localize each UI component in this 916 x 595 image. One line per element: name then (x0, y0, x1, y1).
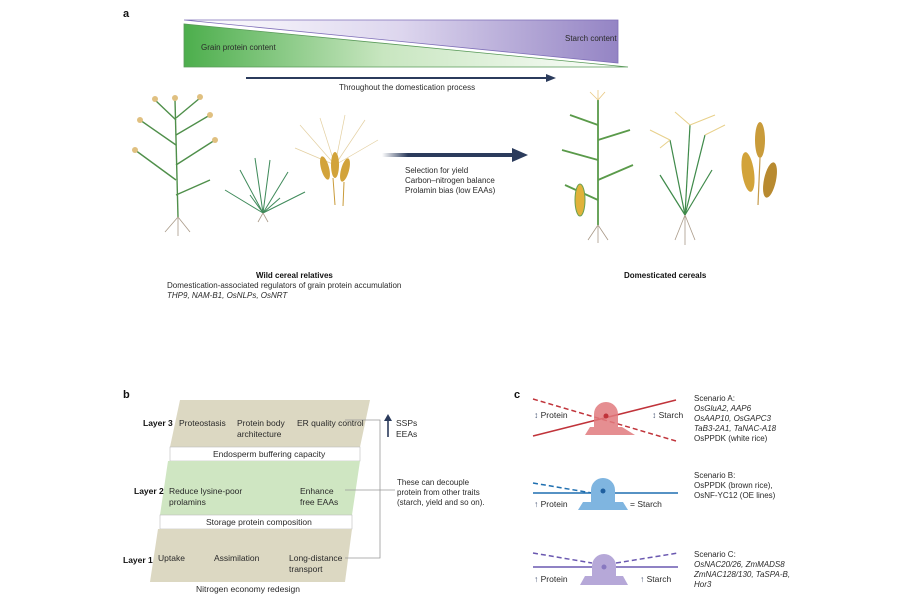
rice-illustration (659, 124, 713, 216)
bidirectional-arrow-icon: ↕ (534, 410, 539, 420)
starch-content-label: Starch content (565, 34, 617, 43)
wheat-illustration (741, 122, 777, 206)
selection-arrow-line (382, 153, 512, 157)
panel-c-letter: c (514, 389, 521, 401)
bracket-connector (345, 419, 381, 559)
scenario-c-title: Scenario C: (694, 550, 736, 559)
wild-relatives-genes: THP9, NAM-B1, OsNLPs, OsNRT (167, 291, 288, 300)
ssp-eea-labels: SSPs EEAs (396, 418, 417, 439)
up-arrow-icon: ↑ (534, 574, 539, 584)
wild-plant-3-spikes (320, 152, 350, 182)
selection-factors: Selection for yield Carbon–nitrogen bala… (405, 166, 495, 196)
layer-1-item: Assimilation (214, 553, 260, 563)
maize-cob (574, 183, 586, 217)
layer-2-footer: Storage protein composition (206, 517, 312, 527)
wild-relatives-subtitle: Domestication-associated regulators of g… (167, 281, 402, 290)
decouple-note-line: These can decouple (397, 478, 470, 487)
wild-relatives-title: Wild cereal relatives (256, 271, 333, 280)
scenario-b-title: Scenario B: (694, 471, 736, 480)
scenario-b-protein: ↑ Protein (534, 499, 568, 509)
layer-1-item: Uptake (158, 553, 185, 563)
timeline-label: Throughout the domestication process (339, 83, 476, 92)
maize-illustration (561, 100, 634, 225)
layer-1-footer: Nitrogen economy redesign (196, 584, 300, 594)
scenario-a-starch: ↕ Starch (652, 410, 684, 420)
scenario-c-starch: ↑ Starch (640, 574, 672, 584)
layer-3-footer: Endosperm buffering capacity (213, 449, 326, 459)
layer-2-item: Reduce lysine-poor prolamins (169, 486, 243, 507)
scenario-c-text: Scenario C: OsNAC20/26, ZmMADS8 ZmNAC128… (694, 550, 790, 590)
layer-1-item: Long-distance transport (289, 553, 343, 574)
layer-1-band (150, 529, 352, 582)
rice-panicles (649, 111, 726, 149)
selection-factor: Selection for yield (405, 166, 469, 175)
scenario-b-text: Scenario B: OsPPDK (brown rice), OsNF-YC… (694, 471, 775, 501)
scenario-c-gene: Hor3 (694, 580, 712, 589)
starch-wedge (183, 19, 619, 64)
scenario-a-gene: TaB3-2A1, TaNAC-A18 (694, 424, 777, 433)
scenario-c-protein: ↑ Protein (534, 574, 568, 584)
ssp-label: SSPs (396, 418, 418, 428)
scenario-b-gene: OsPPDK (brown rice), (694, 481, 773, 490)
decouple-note-line: protein from other traits (397, 488, 480, 497)
maize-roots (587, 224, 609, 243)
maize-tassel (589, 90, 606, 101)
layer-3-band (170, 400, 370, 447)
panel-a-letter: a (123, 8, 130, 20)
layer-3-item: ER quality control (297, 418, 364, 428)
scenario-c-seesaw (532, 552, 679, 585)
bidirectional-arrow-icon: ↕ (652, 410, 657, 420)
scenario-b-seesaw (532, 478, 678, 510)
selection-arrow-head (512, 148, 528, 162)
rice-roots (674, 214, 696, 245)
layer-3-item: Protein body architecture (237, 418, 285, 439)
scenario-a-title: Scenario A: (694, 394, 735, 403)
eea-label: EEAs (396, 428, 418, 439)
grain-protein-label: Grain protein content (201, 43, 276, 52)
scenario-a-seesaw (532, 398, 677, 442)
layer-2-label: Layer 2 (134, 486, 164, 496)
scenario-c-gene: OsNAC20/26, ZmMADS8 (694, 560, 785, 569)
scenario-c-gene: ZmNAC128/130, TaSPA-B, (694, 570, 791, 579)
decouple-note: These can decouple protein from other tr… (397, 478, 485, 508)
wild-plant-1-flowers (132, 94, 218, 153)
wild-plant-1-roots (164, 216, 191, 236)
domesticated-title: Domesticated cereals (624, 271, 707, 280)
equal-sign-icon: = (630, 499, 635, 509)
layer-2-item: Enhance free EAAs (300, 486, 339, 507)
selection-factor: Prolamin bias (low EAAs) (405, 186, 496, 195)
ssp-up-arrow-head (384, 414, 392, 421)
wild-plant-2-illustration (224, 157, 306, 214)
scenario-a-gene: OsAAP10, OsGAPC3 (694, 414, 771, 423)
layer-3-item: Proteostasis (179, 418, 226, 428)
scenario-a-text: Scenario A: OsGluA2, AAP6 OsAAP10, OsGAP… (694, 394, 776, 444)
up-arrow-icon: ↑ (640, 574, 645, 584)
scenario-b-gene: OsNF-YC12 (OE lines) (694, 491, 776, 500)
layer-1-label: Layer 1 (123, 555, 153, 565)
layer-2-band (160, 461, 360, 515)
scenario-a-protein: ↕ Protein (534, 410, 568, 420)
wild-plant-1-illustration (134, 97, 216, 218)
scenario-a-gene: OsPPDK (white rice) (694, 434, 768, 443)
up-arrow-icon: ↑ (534, 499, 539, 509)
scenario-a-gene: OsGluA2, AAP6 (694, 404, 752, 413)
timeline-arrow-head (546, 74, 556, 82)
scenario-b-starch: = Starch (630, 499, 662, 509)
selection-factor: Carbon–nitrogen balance (405, 176, 495, 185)
wild-plant-2-roots (257, 212, 269, 223)
decouple-note-line: (starch, yield and so on). (397, 498, 485, 507)
protein-wedge (183, 23, 629, 68)
layer-3-label: Layer 3 (143, 418, 173, 428)
panel-b-letter: b (123, 389, 130, 401)
